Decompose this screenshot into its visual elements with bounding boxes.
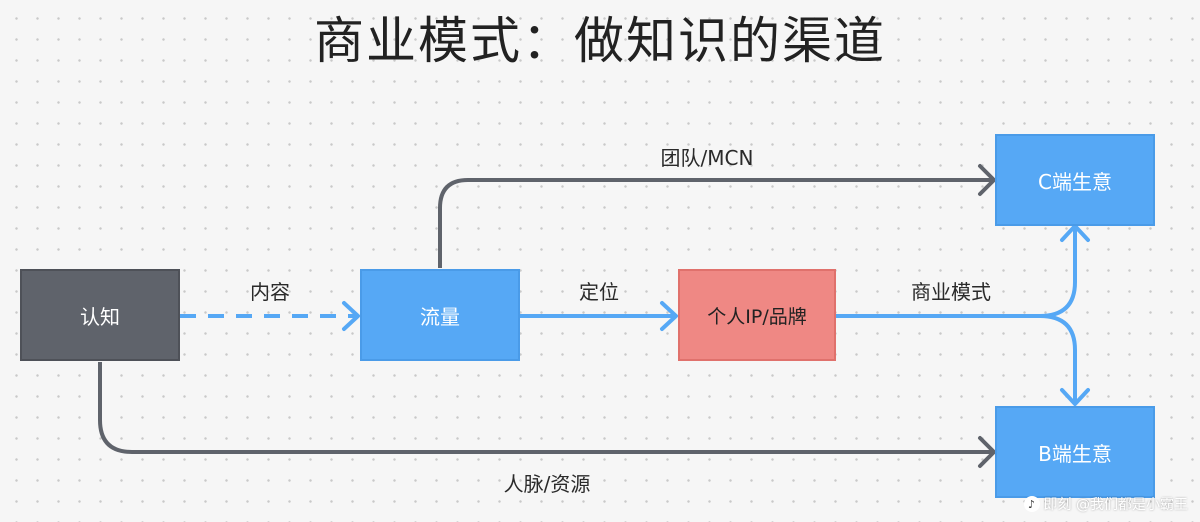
jike-logo-icon: ♪ [1023, 496, 1040, 512]
edge-business-model-to-c [1039, 228, 1077, 318]
node-cognition[interactable]: 认知 [20, 269, 180, 361]
node-c-business[interactable]: C端生意 [995, 134, 1155, 226]
node-cognition-label: 认知 [80, 304, 120, 329]
page-title: 商业模式：做知识的渠道 [314, 12, 886, 70]
arrowhead-network-resources [978, 436, 996, 468]
arrowhead-to-b [1060, 388, 1090, 406]
edge-label-content: 内容 [250, 280, 290, 304]
edge-label-team-mcn: 团队/MCN [660, 146, 754, 170]
node-traffic-label: 流量 [420, 304, 460, 329]
node-ip-brand-label: 个人IP/品牌 [707, 305, 807, 328]
edge-network-resources [98, 362, 992, 454]
edge-label-network-resources: 人脉/资源 [503, 472, 591, 496]
node-ip-brand[interactable]: 个人IP/品牌 [678, 269, 836, 361]
node-c-business-label: C端生意 [1038, 169, 1112, 194]
edge-label-business-model: 商业模式 [911, 280, 991, 304]
edge-team-mcn [438, 178, 992, 268]
edge-business-model-to-b [1039, 314, 1077, 402]
watermark-text: 即刻 @我们都是小霸王 [1043, 497, 1188, 513]
node-b-business[interactable]: B端生意 [995, 406, 1155, 498]
arrowhead-to-c [1060, 224, 1090, 242]
watermark: ♪ 即刻 @我们都是小霸王 [1023, 494, 1188, 514]
node-b-business-label: B端生意 [1038, 441, 1112, 466]
node-traffic[interactable]: 流量 [360, 269, 520, 361]
arrowhead-content [342, 301, 360, 331]
arrowhead-team-mcn [978, 164, 996, 196]
arrowhead-positioning [660, 301, 678, 331]
edge-label-positioning: 定位 [579, 280, 619, 304]
